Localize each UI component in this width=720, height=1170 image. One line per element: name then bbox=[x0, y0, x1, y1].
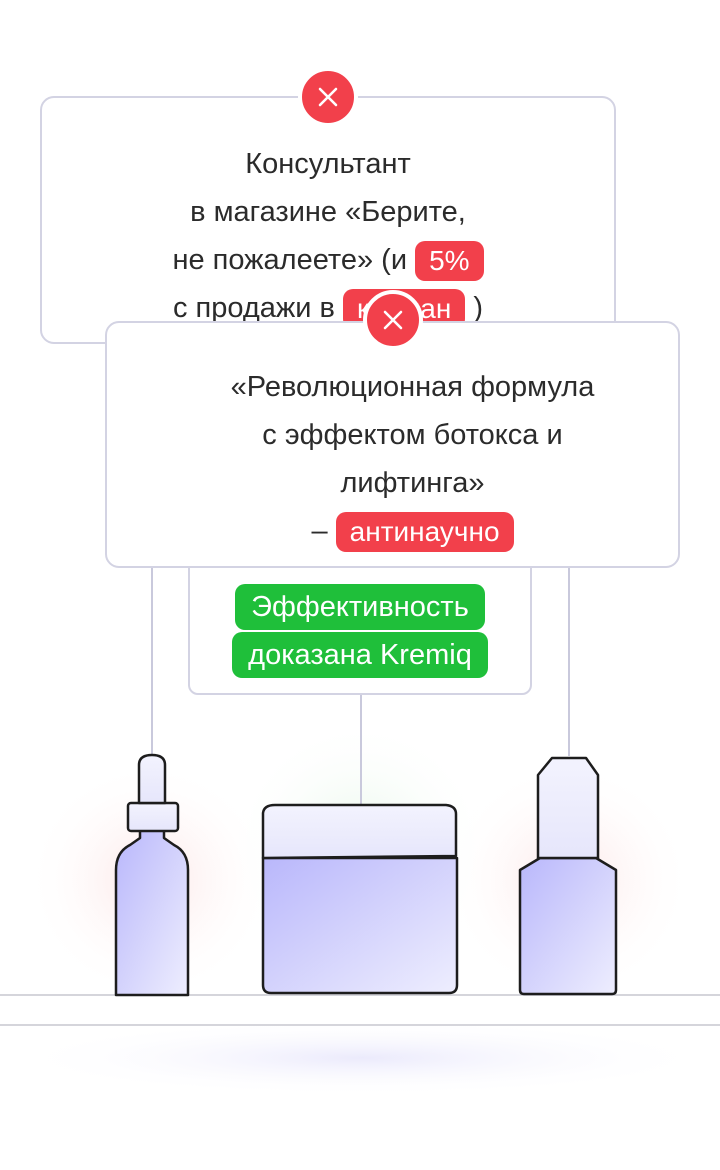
kremiq-badge: Эффективность доказана Kremiq bbox=[188, 584, 532, 678]
consultant-line-2: в магазине «Берите, bbox=[190, 196, 466, 228]
consultant-card: Консультант в магазине «Берите, не пожал… bbox=[40, 96, 616, 344]
consultant-line-4-prefix: с продажи в bbox=[172, 292, 335, 324]
formula-dash: – bbox=[311, 515, 328, 547]
serum-bottle bbox=[518, 756, 618, 996]
formula-card: «Революционная формула с эффектом ботокс… bbox=[105, 321, 680, 568]
cream-jar bbox=[261, 803, 459, 995]
close-icon bbox=[383, 310, 403, 330]
dropper-bottle bbox=[114, 753, 190, 997]
reject-badge-formula bbox=[363, 290, 423, 350]
consultant-line-3: не пожалеете» (и 5% bbox=[42, 236, 614, 284]
formula-line-2: с эффектом ботокса и bbox=[262, 419, 563, 451]
formula-line-1: «Революционная формула bbox=[230, 371, 595, 403]
kremiq-line-2: доказана Kremiq bbox=[232, 632, 488, 678]
commission-tag: 5% bbox=[415, 241, 484, 282]
kremiq-line-1: Эффективность bbox=[235, 584, 485, 630]
consultant-line-1: Консультант bbox=[245, 148, 411, 180]
shelf-shadow bbox=[7, 1020, 717, 1096]
antiscientific-tag: антинаучно bbox=[335, 512, 514, 553]
formula-line-3: лифтинга» bbox=[340, 467, 485, 499]
consultant-line-3-text: не пожалеете» (и bbox=[172, 244, 408, 276]
shelf bbox=[0, 994, 720, 1026]
close-icon bbox=[318, 87, 338, 107]
consultant-line-4-suffix: ) bbox=[473, 292, 484, 324]
reject-badge-consultant bbox=[298, 67, 358, 127]
formula-line-4: – антинаучно bbox=[147, 507, 678, 555]
